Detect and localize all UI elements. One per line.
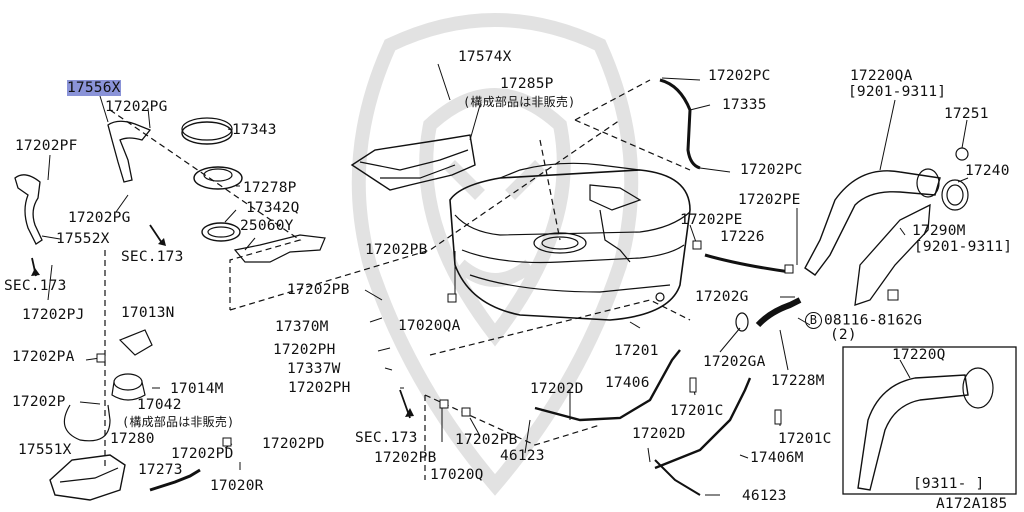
part-label-17202pc-a[interactable]: 17202PC — [708, 68, 771, 84]
part-label-17406[interactable]: 17406 — [605, 375, 650, 391]
part-label-17290m[interactable]: 17290M — [912, 223, 966, 239]
part-label-17201[interactable]: 17201 — [614, 343, 659, 359]
fuel-pump-drawing — [63, 329, 153, 442]
part-label-17201c-a[interactable]: 17201C — [670, 403, 724, 419]
hose-17228m-drawing — [755, 297, 802, 328]
part-label-17202ga[interactable]: 17202GA — [703, 354, 766, 370]
pipe-17335-drawing — [659, 78, 701, 170]
protector-drawing — [854, 203, 931, 306]
part-label-17273[interactable]: 17273 — [138, 462, 183, 478]
part-label-17280[interactable]: 17280 — [110, 431, 155, 447]
part-label-17335[interactable]: 17335 — [722, 97, 767, 113]
part-label-17202pd-b[interactable]: 17202PD — [171, 446, 234, 462]
part-label-17202pa[interactable]: 17202PA — [12, 349, 75, 365]
inset-frame — [842, 346, 1017, 495]
part-label-17551x[interactable]: 17551X — [18, 442, 72, 458]
part-label-17202d-a[interactable]: 17202D — [530, 381, 584, 397]
part-label-17574x[interactable]: 17574X — [458, 49, 512, 65]
part-label-17202pb-c[interactable]: 17202PB — [455, 432, 518, 448]
part-label-17202pb-b[interactable]: 17202PB — [287, 282, 350, 298]
part-label-17020q[interactable]: 17020Q — [430, 467, 484, 483]
part-label-17202pd-a[interactable]: 17202PD — [262, 436, 325, 452]
part-label-17240[interactable]: 17240 — [965, 163, 1010, 179]
part-label-17202pc-b[interactable]: 17202PC — [740, 162, 803, 178]
heat-shield-drawing — [350, 134, 476, 191]
part-label-17202pb-d[interactable]: 17202PB — [374, 450, 437, 466]
part-label-17556x[interactable]: 17556X — [67, 80, 121, 96]
part-label-25060y[interactable]: 25060Y — [240, 218, 294, 234]
sender-unit-drawing — [107, 117, 243, 242]
filler-tube-drawing — [804, 147, 969, 276]
part-label-17020qa[interactable]: 17020QA — [398, 318, 461, 334]
part-label-17370m[interactable]: 17370M — [275, 319, 329, 335]
part-label-17202pg[interactable]: 17202PG — [105, 99, 168, 115]
part-label-17202pj[interactable]: 17202PJ — [22, 307, 85, 323]
bolt-circle-icon: B — [805, 312, 822, 329]
section-ref-173-c[interactable]: SEC.173 — [355, 430, 418, 446]
hose-17226-drawing — [704, 253, 791, 274]
part-label-17202g[interactable]: 17202G — [695, 289, 749, 305]
section-ref-173-b[interactable]: SEC.173 — [4, 278, 67, 294]
fuel-tank-drawing — [449, 162, 691, 321]
part-label-17201c-b[interactable]: 17201C — [778, 431, 832, 447]
part-label-17556x-highlight: 17556X — [67, 80, 121, 96]
part-label-17202pb-a[interactable]: 17202PB — [365, 242, 428, 258]
bolt-quantity: (2) — [830, 327, 857, 343]
part-label-17202p[interactable]: 17202P — [12, 394, 66, 410]
pipe-17406-drawing — [534, 349, 681, 422]
part-label-17202d-b[interactable]: 17202D — [632, 426, 686, 442]
part-label-17042[interactable]: 17042 — [137, 397, 182, 413]
part-label-17202ph-a[interactable]: 17202PH — [273, 342, 336, 358]
part-label-17226[interactable]: 17226 — [720, 229, 765, 245]
part-label-17202pe[interactable]: 17202PE — [738, 192, 801, 208]
part-label-17020r[interactable]: 17020R — [210, 478, 264, 494]
part-label-17220qa[interactable]: 17220QA — [850, 68, 913, 84]
date-range-b: [9201-9311] — [914, 239, 1013, 255]
diagram-code: A172A185 — [936, 496, 1008, 512]
bolt-code: 08116-8162G — [824, 312, 923, 329]
inset-date-range: [9311- ] — [913, 476, 985, 492]
part-label-17014m[interactable]: 17014M — [170, 381, 224, 397]
inset-filler-drawing — [857, 367, 994, 491]
not-sold-note-a: (構成部品は非販売) — [122, 415, 235, 429]
part-label-17013n[interactable]: 17013N — [121, 305, 175, 321]
part-label-17552x[interactable]: 17552X — [56, 231, 110, 247]
hose-17552x-drawing — [14, 174, 43, 245]
inset-part-label[interactable]: 17220Q — [892, 347, 946, 363]
part-label-17202pg-b[interactable]: 17202PG — [68, 210, 131, 226]
part-label-17343[interactable]: 17343 — [232, 122, 277, 138]
part-label-17251[interactable]: 17251 — [944, 106, 989, 122]
part-label-17202ph-b[interactable]: 17202PH — [288, 380, 351, 396]
watermark-emblem — [351, 13, 639, 496]
part-label-17202pf[interactable]: 17202PF — [15, 138, 78, 154]
not-sold-note-b: (構成部品は非販売) — [463, 95, 576, 109]
section-ref-173-a[interactable]: SEC.173 — [121, 249, 184, 265]
part-label-17342q[interactable]: 17342Q — [246, 200, 300, 216]
part-label-17285p[interactable]: 17285P — [500, 76, 554, 92]
part-label-17337w[interactable]: 17337W — [287, 361, 341, 377]
part-label-17406m[interactable]: 17406M — [750, 450, 804, 466]
part-label-17202pe-a[interactable]: 17202PE — [680, 212, 743, 228]
canister-drawing — [49, 454, 126, 501]
date-range-a: [9201-9311] — [848, 84, 947, 100]
part-label-46123-a[interactable]: 46123 — [500, 448, 545, 464]
part-label-17228m[interactable]: 17228M — [771, 373, 825, 389]
part-label-46123-b[interactable]: 46123 — [742, 488, 787, 504]
part-label-17278p[interactable]: 17278P — [243, 180, 297, 196]
pipe-17406m-drawing — [654, 377, 752, 470]
bracket-drawing — [233, 234, 326, 263]
